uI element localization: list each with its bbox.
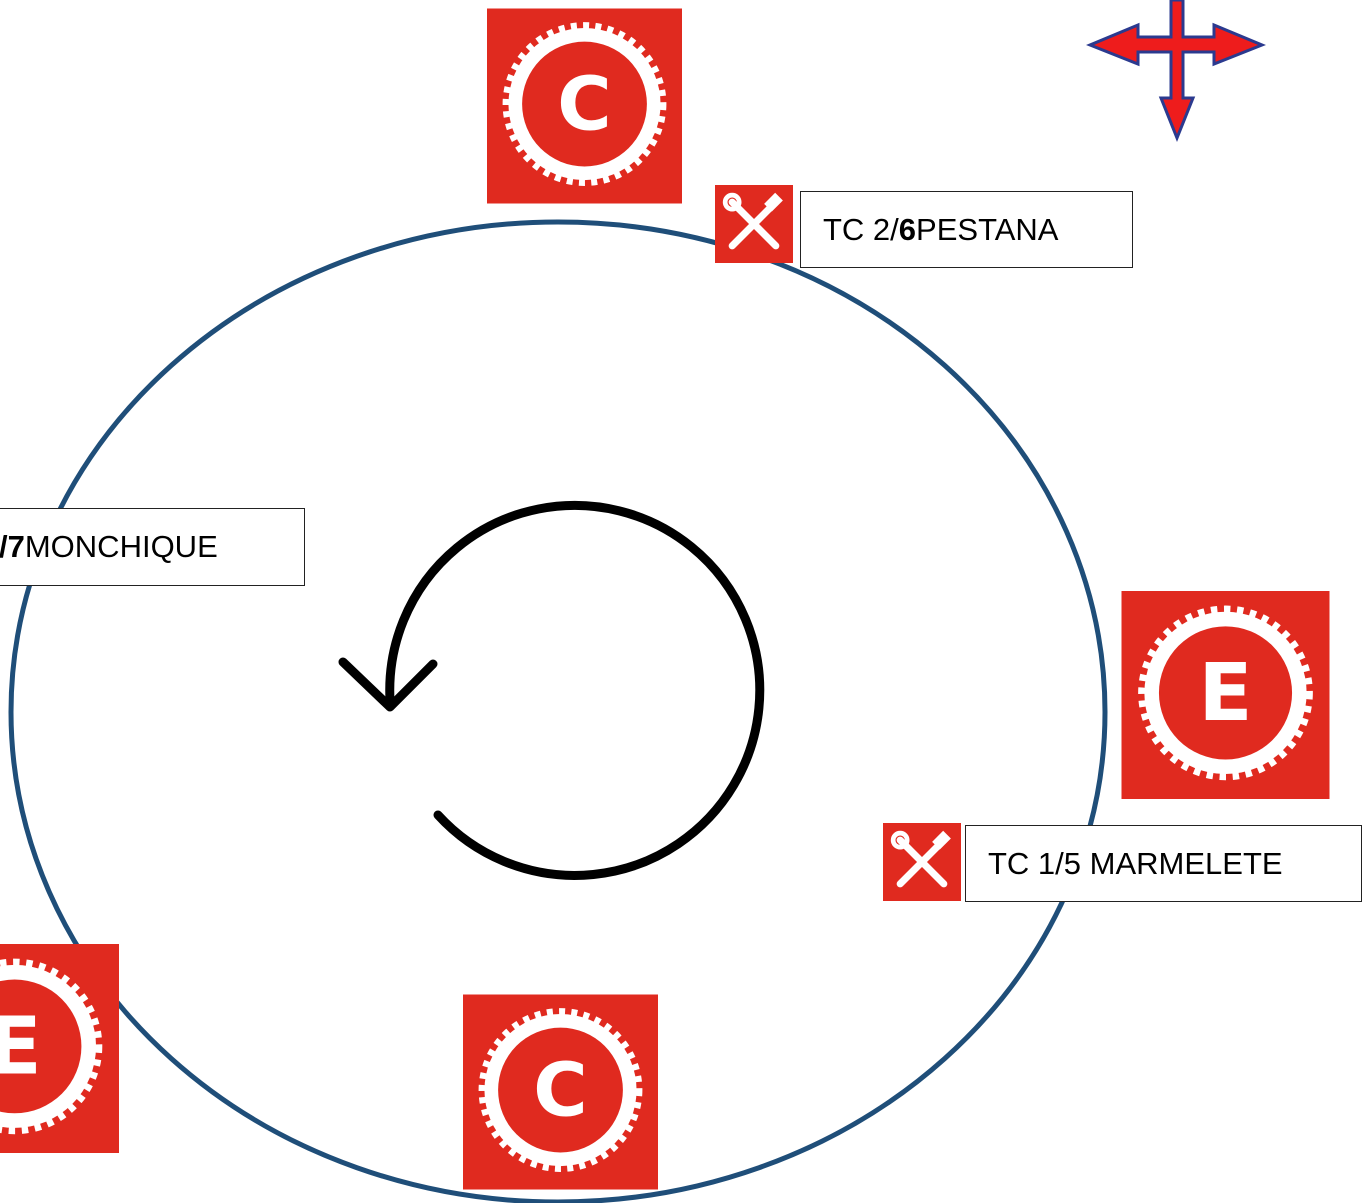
svg-text:E: E	[0, 1000, 42, 1093]
entry-badge-right: E	[1121, 591, 1330, 799]
label-marmelete-prefix: TC 1/5 MARMELETE	[988, 845, 1283, 881]
entry-badge-bottom-left: E	[0, 944, 119, 1153]
label-monchique-suffix: MONCHIQUE	[24, 529, 218, 564]
gear-c-icon: C	[478, 1008, 643, 1172]
label-pestana-suffix: PESTANA	[916, 211, 1059, 247]
gear-c-icon: C	[502, 22, 667, 186]
label-pestana: TC 2/6 PESTANA	[800, 191, 1133, 268]
compass-arrows-icon	[1086, 0, 1266, 143]
tools-icon	[722, 192, 783, 250]
rotation-arrow-icon	[338, 500, 765, 880]
control-badge-top: C	[487, 8, 682, 204]
label-monchique-bold: /7	[0, 529, 25, 564]
control-badge-bottom: C	[463, 994, 658, 1190]
service-badge-right	[883, 823, 961, 901]
label-marmelete: TC 1/5 MARMELETE	[965, 825, 1362, 902]
circuit-loop	[8, 219, 1108, 1203]
svg-text:C: C	[533, 1047, 587, 1133]
gear-e-icon: E	[1138, 605, 1313, 781]
label-pestana-bold: 6	[898, 211, 917, 247]
svg-text:C: C	[557, 61, 611, 147]
service-badge-top	[715, 185, 793, 263]
svg-text:E: E	[1199, 647, 1253, 739]
tools-icon	[890, 830, 951, 888]
label-monchique: /7 MONCHIQUE	[0, 508, 305, 586]
label-pestana-prefix: TC 2/	[823, 211, 899, 247]
gear-e-icon: E	[0, 958, 103, 1135]
